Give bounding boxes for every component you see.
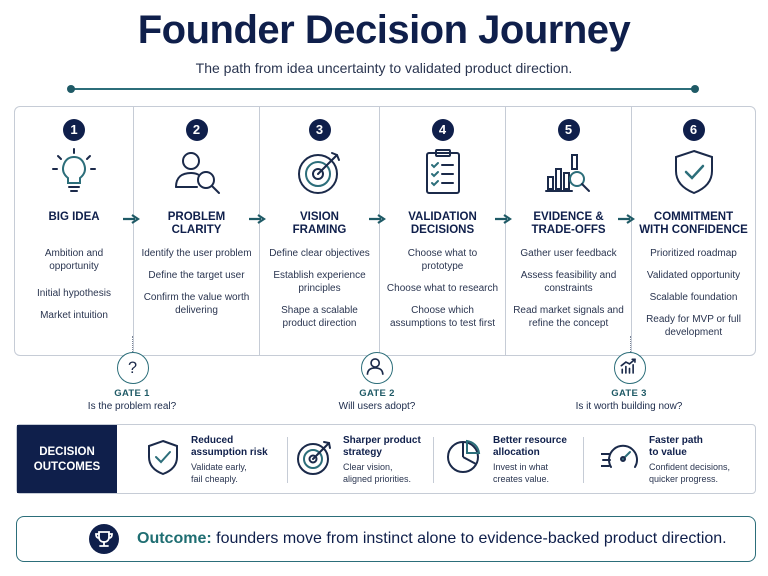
gate-2: GATE 2 Will users adopt? [338, 388, 416, 412]
stage-number: 6 [682, 119, 705, 141]
stage-items: Identify the user problem Define the tar… [140, 247, 253, 326]
list-item: Identify the user problem [141, 248, 252, 259]
list-item: Read market signals and refine the conce… [513, 305, 624, 329]
final-outcome: Outcome: founders move from instinct alo… [16, 516, 756, 562]
list-item: Choose which assumptions to test first [389, 305, 496, 329]
list-item: Initial hypothesis [37, 288, 111, 299]
stage-big-idea: 1 BIG IDEA Ambition and opportunity Init… [15, 107, 133, 355]
arrow-right-icon [618, 214, 635, 224]
svg-text:?: ? [128, 359, 137, 377]
checklist-icon [425, 149, 460, 194]
chart-search-icon [544, 154, 590, 192]
gate-connector [132, 336, 133, 352]
stage-title: EVIDENCE &TRADE-OFFS [531, 211, 606, 236]
outcome-desc: Clear vision,aligned priorities. [343, 462, 412, 484]
stage-items: Choose what to prototype Choose what to … [386, 247, 499, 339]
speedometer-icon [601, 444, 638, 468]
outcome-desc: Confident decisions,quicker progress. [649, 462, 731, 484]
stage-number: 2 [185, 119, 208, 141]
arrow-right-icon [249, 214, 266, 224]
stage-number: 1 [63, 119, 85, 141]
list-item: Define the target user [148, 270, 245, 281]
list-item: Scalable foundation [649, 292, 738, 303]
list-item: Gather user feedback [520, 248, 617, 259]
journey-stages: 1 BIG IDEA Ambition and opportunity Init… [14, 106, 756, 356]
divider [433, 437, 434, 483]
divider [583, 437, 584, 483]
stage-number: 5 [557, 119, 580, 141]
list-item: Ambition and opportunity [44, 248, 104, 272]
pie-chart-icon [447, 439, 481, 473]
list-item: Assess feasibility and constraints [520, 270, 617, 294]
list-item: Define clear objectives [269, 248, 370, 259]
stage-title: BIG IDEA [48, 211, 100, 223]
outcome-desc: Validate early,fail cheaply. [191, 462, 247, 484]
divider [287, 437, 288, 483]
stage-number: 3 [308, 119, 331, 141]
shield-check-icon [148, 439, 178, 476]
divider-dot-left [67, 85, 75, 93]
final-outcome-text: Outcome: founders move from instinct alo… [137, 530, 727, 547]
divider-dot-right [691, 85, 699, 93]
lightbulb-icon [52, 148, 96, 192]
gate-3: GATE 3 Is it worth building now? [575, 388, 683, 412]
arrow-right-icon [123, 214, 140, 224]
list-item: Choose what to research [386, 283, 499, 294]
list-item: Establish experience principles [273, 270, 366, 294]
stage-items: Ambition and opportunity Initial hypothe… [21, 247, 127, 331]
user-icon [361, 352, 393, 384]
shield-check-icon [674, 149, 713, 195]
page-subtitle: The path from idea uncertainty to valida… [195, 60, 573, 76]
list-item: Confirm the value worth delivering [143, 292, 250, 316]
list-item: Market intuition [40, 310, 108, 321]
target-icon [297, 441, 331, 475]
user-search-icon [174, 152, 220, 194]
stage-items: Define clear objectives Establish experi… [266, 247, 373, 339]
target-icon [297, 152, 340, 194]
stage-items: Gather user feedback Assess feasibility … [512, 247, 625, 339]
gate-1: GATE 1 Is the problem real? [87, 388, 177, 412]
list-item: Validated opportunity [646, 270, 741, 281]
list-item: Prioritized roadmap [650, 248, 737, 259]
trophy-icon [89, 524, 119, 554]
stage-evidence-tradeoffs: 5 EVIDENCE &TRADE-OFFS Gather user feedb… [505, 107, 631, 355]
page-title: Founder Decision Journey [137, 8, 631, 52]
stage-items: Prioritized roadmap Validated opportunit… [638, 247, 749, 348]
list-item: Ready for MVP or full development [646, 314, 741, 338]
list-item: Shape a scalable product direction [281, 305, 358, 329]
stage-number: 4 [431, 119, 454, 141]
arrow-right-icon [369, 214, 386, 224]
list-item: Choose what to prototype [407, 248, 478, 272]
question-icon: ? [117, 352, 149, 384]
title-divider [67, 85, 699, 93]
arrow-right-icon [495, 214, 512, 224]
trend-chart-icon [614, 352, 646, 384]
gate-connector [630, 336, 631, 352]
